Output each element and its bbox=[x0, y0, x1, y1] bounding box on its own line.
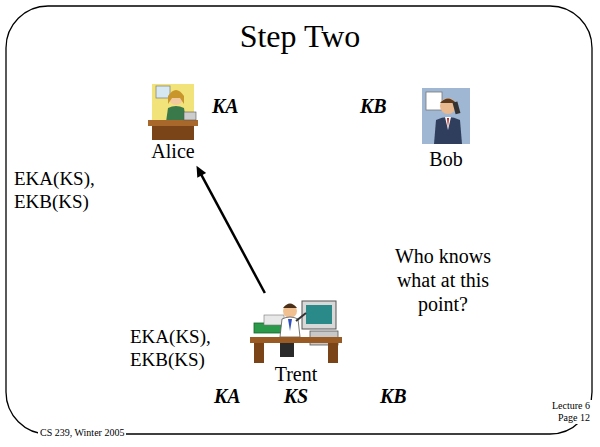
key-label: KB bbox=[380, 384, 407, 408]
person-trent: TrentKS bbox=[246, 293, 346, 409]
page-number: Lecture 6 Page 12 bbox=[540, 400, 592, 424]
person-name: Bob bbox=[429, 148, 462, 170]
person-name: Alice bbox=[151, 140, 194, 162]
session-key: KS bbox=[284, 385, 308, 407]
person-bob: Bob bbox=[416, 84, 476, 172]
ciphertext-label: EKA(KS), EKB(KS) bbox=[14, 168, 110, 214]
question-note: Who knows what at this point? bbox=[380, 244, 506, 316]
alice-icon bbox=[146, 82, 200, 140]
key-label: KA bbox=[212, 94, 239, 118]
icon-holder bbox=[250, 295, 342, 363]
person-alice: Alice bbox=[142, 80, 204, 164]
icon-holder bbox=[420, 86, 472, 148]
bob-icon bbox=[420, 86, 472, 148]
slide-title: Step Two bbox=[240, 18, 361, 55]
key-label: KA bbox=[214, 384, 241, 408]
course-footer: CS 239, Winter 2005 bbox=[38, 427, 126, 439]
trent-icon bbox=[250, 295, 342, 363]
arrow-connector bbox=[197, 166, 265, 293]
ciphertext-label: EKA(KS), EKB(KS) bbox=[130, 326, 226, 372]
icon-holder bbox=[146, 82, 200, 140]
arrow-head bbox=[197, 166, 207, 178]
slide-border bbox=[6, 6, 592, 434]
person-name: Trent bbox=[275, 363, 318, 385]
key-label: KB bbox=[360, 94, 387, 118]
connector-line bbox=[200, 173, 265, 293]
